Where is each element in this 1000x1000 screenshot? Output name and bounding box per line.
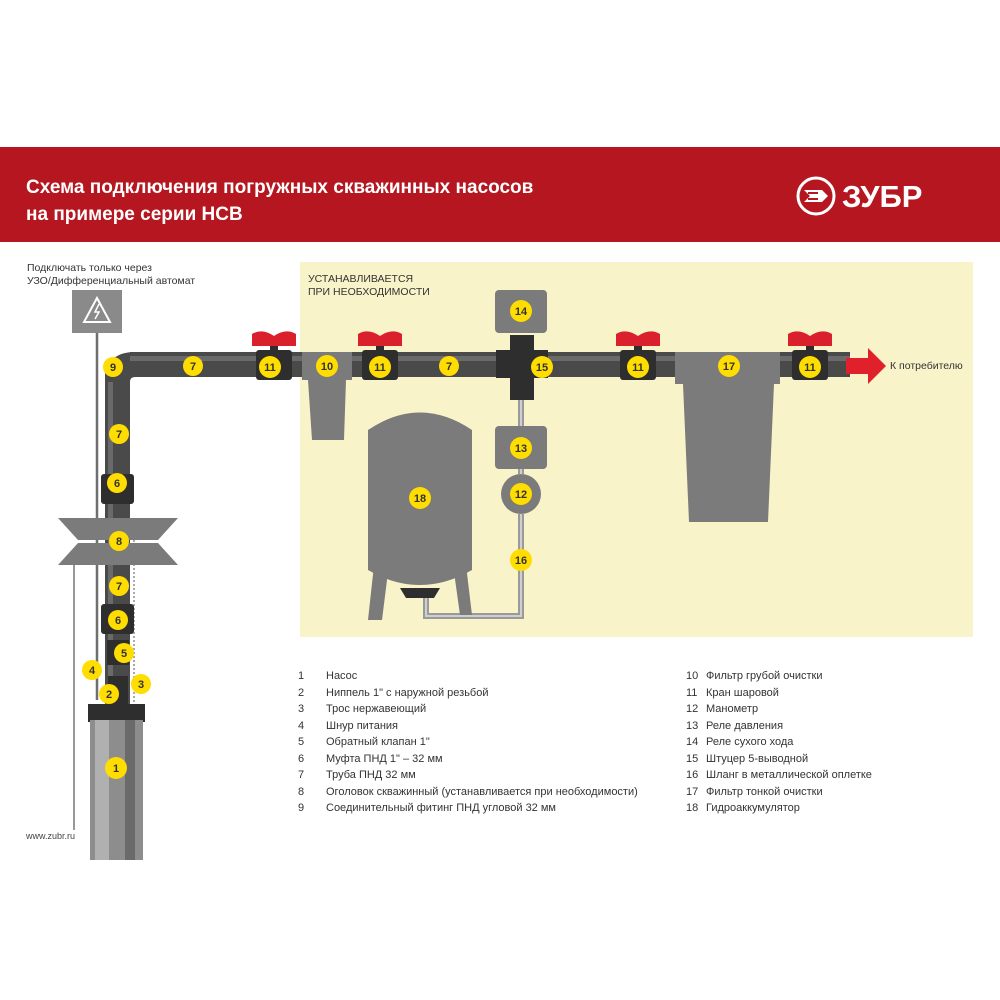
marker-6b xyxy=(108,610,128,630)
svg-text:17: 17 xyxy=(723,361,735,373)
svg-text:10: 10 xyxy=(321,361,333,373)
marker-11a xyxy=(259,356,281,378)
marker-16 xyxy=(510,549,532,571)
svg-text:15: 15 xyxy=(536,362,548,374)
marker-14 xyxy=(510,300,532,322)
svg-text:13: 13 xyxy=(515,443,527,455)
svg-text:9: 9 xyxy=(110,362,116,374)
svg-text:7: 7 xyxy=(116,429,122,441)
output-arrow-icon xyxy=(846,348,886,384)
fine-filter-bowl xyxy=(683,384,774,522)
svg-text:5: 5 xyxy=(121,648,127,660)
brand-logo: ЗУБР xyxy=(796,176,922,216)
svg-text:11: 11 xyxy=(632,362,644,374)
svg-text:18: 18 xyxy=(414,493,426,505)
marker-13 xyxy=(510,437,532,459)
marker-9 xyxy=(103,357,123,377)
svg-text:7: 7 xyxy=(190,361,196,373)
marker-5 xyxy=(114,643,134,663)
marker-8 xyxy=(109,531,129,551)
svg-text:7: 7 xyxy=(116,581,122,593)
svg-text:7: 7 xyxy=(446,361,452,373)
marker-11b xyxy=(369,356,391,378)
svg-text:3: 3 xyxy=(138,679,144,691)
marker-18 xyxy=(409,487,431,509)
pump-head xyxy=(88,704,145,722)
svg-text:4: 4 xyxy=(89,665,96,677)
well-head-bottom xyxy=(58,543,178,565)
svg-text:6: 6 xyxy=(114,478,120,490)
marker-12 xyxy=(510,483,532,505)
marker-2 xyxy=(99,684,119,704)
marker-1 xyxy=(105,757,127,779)
svg-text:11: 11 xyxy=(264,362,276,374)
brand-name: ЗУБР xyxy=(842,179,922,214)
page-title: Схема подключения погружных скважинных н… xyxy=(26,174,533,228)
marker-7d xyxy=(439,356,459,376)
marker-3 xyxy=(131,674,151,694)
marker-7b xyxy=(109,576,129,596)
title-line-1: Схема подключения погружных скважинных н… xyxy=(26,177,534,198)
marker-11d xyxy=(799,356,821,378)
consumer-label: К потребителю xyxy=(890,360,963,372)
marker-7c xyxy=(183,356,203,376)
marker-6a xyxy=(107,473,127,493)
svg-text:8: 8 xyxy=(116,536,122,548)
marker-11c xyxy=(627,356,649,378)
coarse-filter-bowl xyxy=(308,380,346,440)
accumulator-leg-right xyxy=(454,565,472,615)
svg-text:2: 2 xyxy=(106,689,112,701)
marker-4 xyxy=(82,660,102,680)
accumulator-leg-left xyxy=(368,565,388,620)
optional-note: УСТАНАВЛИВАЕТСЯ ПРИ НЕОБХОДИМОСТИ xyxy=(308,273,430,298)
marker-17 xyxy=(718,355,740,377)
well-head-top xyxy=(58,518,178,540)
svg-text:12: 12 xyxy=(515,489,527,501)
svg-text:11: 11 xyxy=(804,362,816,374)
svg-text:14: 14 xyxy=(515,306,528,318)
high-voltage-icon xyxy=(82,295,112,323)
power-note: Подключать только через УЗО/Дифференциал… xyxy=(27,262,196,287)
marker-10 xyxy=(316,355,338,377)
title-line-2: на примере серии НСВ xyxy=(26,204,243,225)
svg-text:1: 1 xyxy=(113,763,119,775)
svg-text:6: 6 xyxy=(115,615,121,627)
marker-15 xyxy=(531,356,553,378)
svg-text:11: 11 xyxy=(374,362,386,374)
svg-text:16: 16 xyxy=(515,555,527,567)
website-url: www.zubr.ru xyxy=(26,831,76,841)
accumulator-flange xyxy=(400,588,440,598)
marker-7a xyxy=(109,424,129,444)
